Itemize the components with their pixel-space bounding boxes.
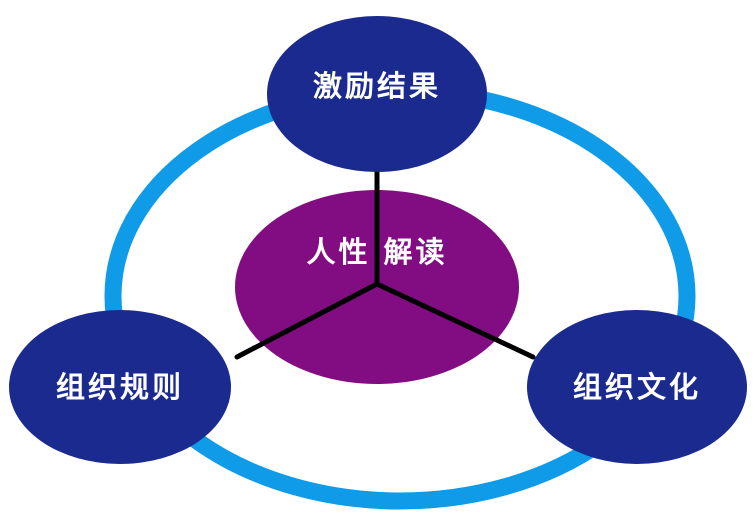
bottom-right-node-ellipse — [527, 310, 747, 464]
center-node-label: 人性 解读 — [306, 235, 447, 269]
top-node-label: 激励结果 — [313, 69, 441, 103]
node-labels: 激励结果 人性 解读 组织规则 组织文化 — [56, 69, 701, 404]
bottom-right-node-label: 组织文化 — [573, 370, 701, 404]
bottom-left-node-ellipse — [9, 310, 231, 464]
connector-bottom-left — [234, 281, 380, 360]
top-node-ellipse — [267, 16, 487, 172]
connector-lines — [234, 167, 536, 360]
bottom-left-node-label: 组织规则 — [56, 370, 184, 404]
connector-bottom-right — [374, 281, 536, 360]
center-node-ellipse — [235, 190, 519, 384]
